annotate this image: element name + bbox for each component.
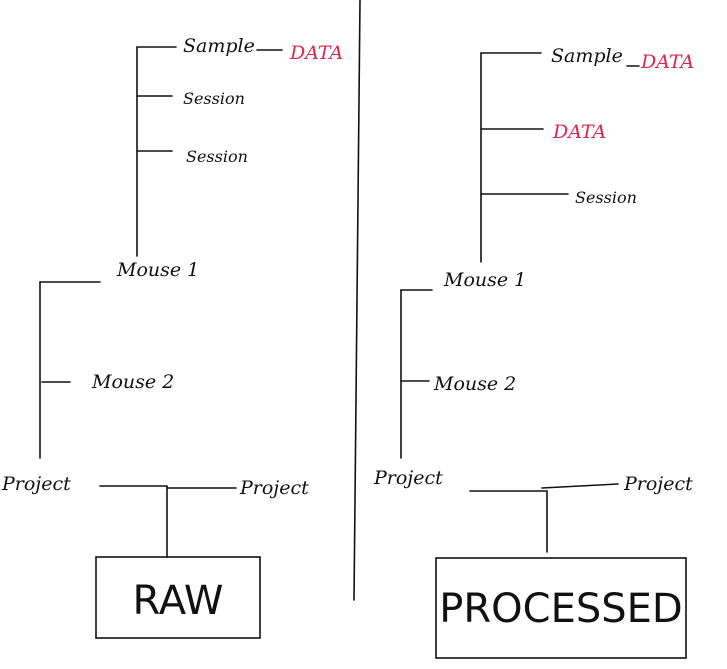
processed-sample-data-label: DATA — [640, 51, 694, 73]
processed-mouse1-label: Mouse 1 — [443, 269, 526, 291]
processed-tree: PROCESSED Project Project Mouse 1 Mouse … — [373, 45, 694, 659]
center-divider — [353, 0, 361, 601]
processed-project-left-label: Project — [373, 467, 443, 489]
raw-box — [95, 556, 261, 639]
raw-box-label: RAW — [133, 578, 224, 624]
processed-project-right-label: Project — [623, 473, 693, 495]
raw-project-right-label: Project — [239, 477, 309, 499]
raw-data-label: DATA — [289, 42, 343, 64]
raw-session1-label: Session — [183, 89, 245, 108]
processed-data-label: DATA — [552, 121, 606, 143]
processed-session-label: Session — [575, 188, 637, 207]
processed-box-label: PROCESSED — [439, 586, 682, 632]
raw-sample-label: Sample — [183, 35, 255, 57]
processed-project-right-connector — [541, 483, 619, 489]
raw-mouse2-label: Mouse 2 — [91, 371, 174, 393]
raw-mouse1-label: Mouse 1 — [116, 259, 199, 281]
processed-box — [435, 557, 687, 659]
raw-tree: RAW Project Project Mouse 1 Mouse 2 Samp… — [1, 35, 343, 639]
raw-project-left-label: Project — [1, 473, 71, 495]
raw-session2-label: Session — [186, 147, 248, 166]
processed-mouse2-label: Mouse 2 — [433, 373, 516, 395]
processed-sample-label: Sample — [551, 45, 623, 67]
